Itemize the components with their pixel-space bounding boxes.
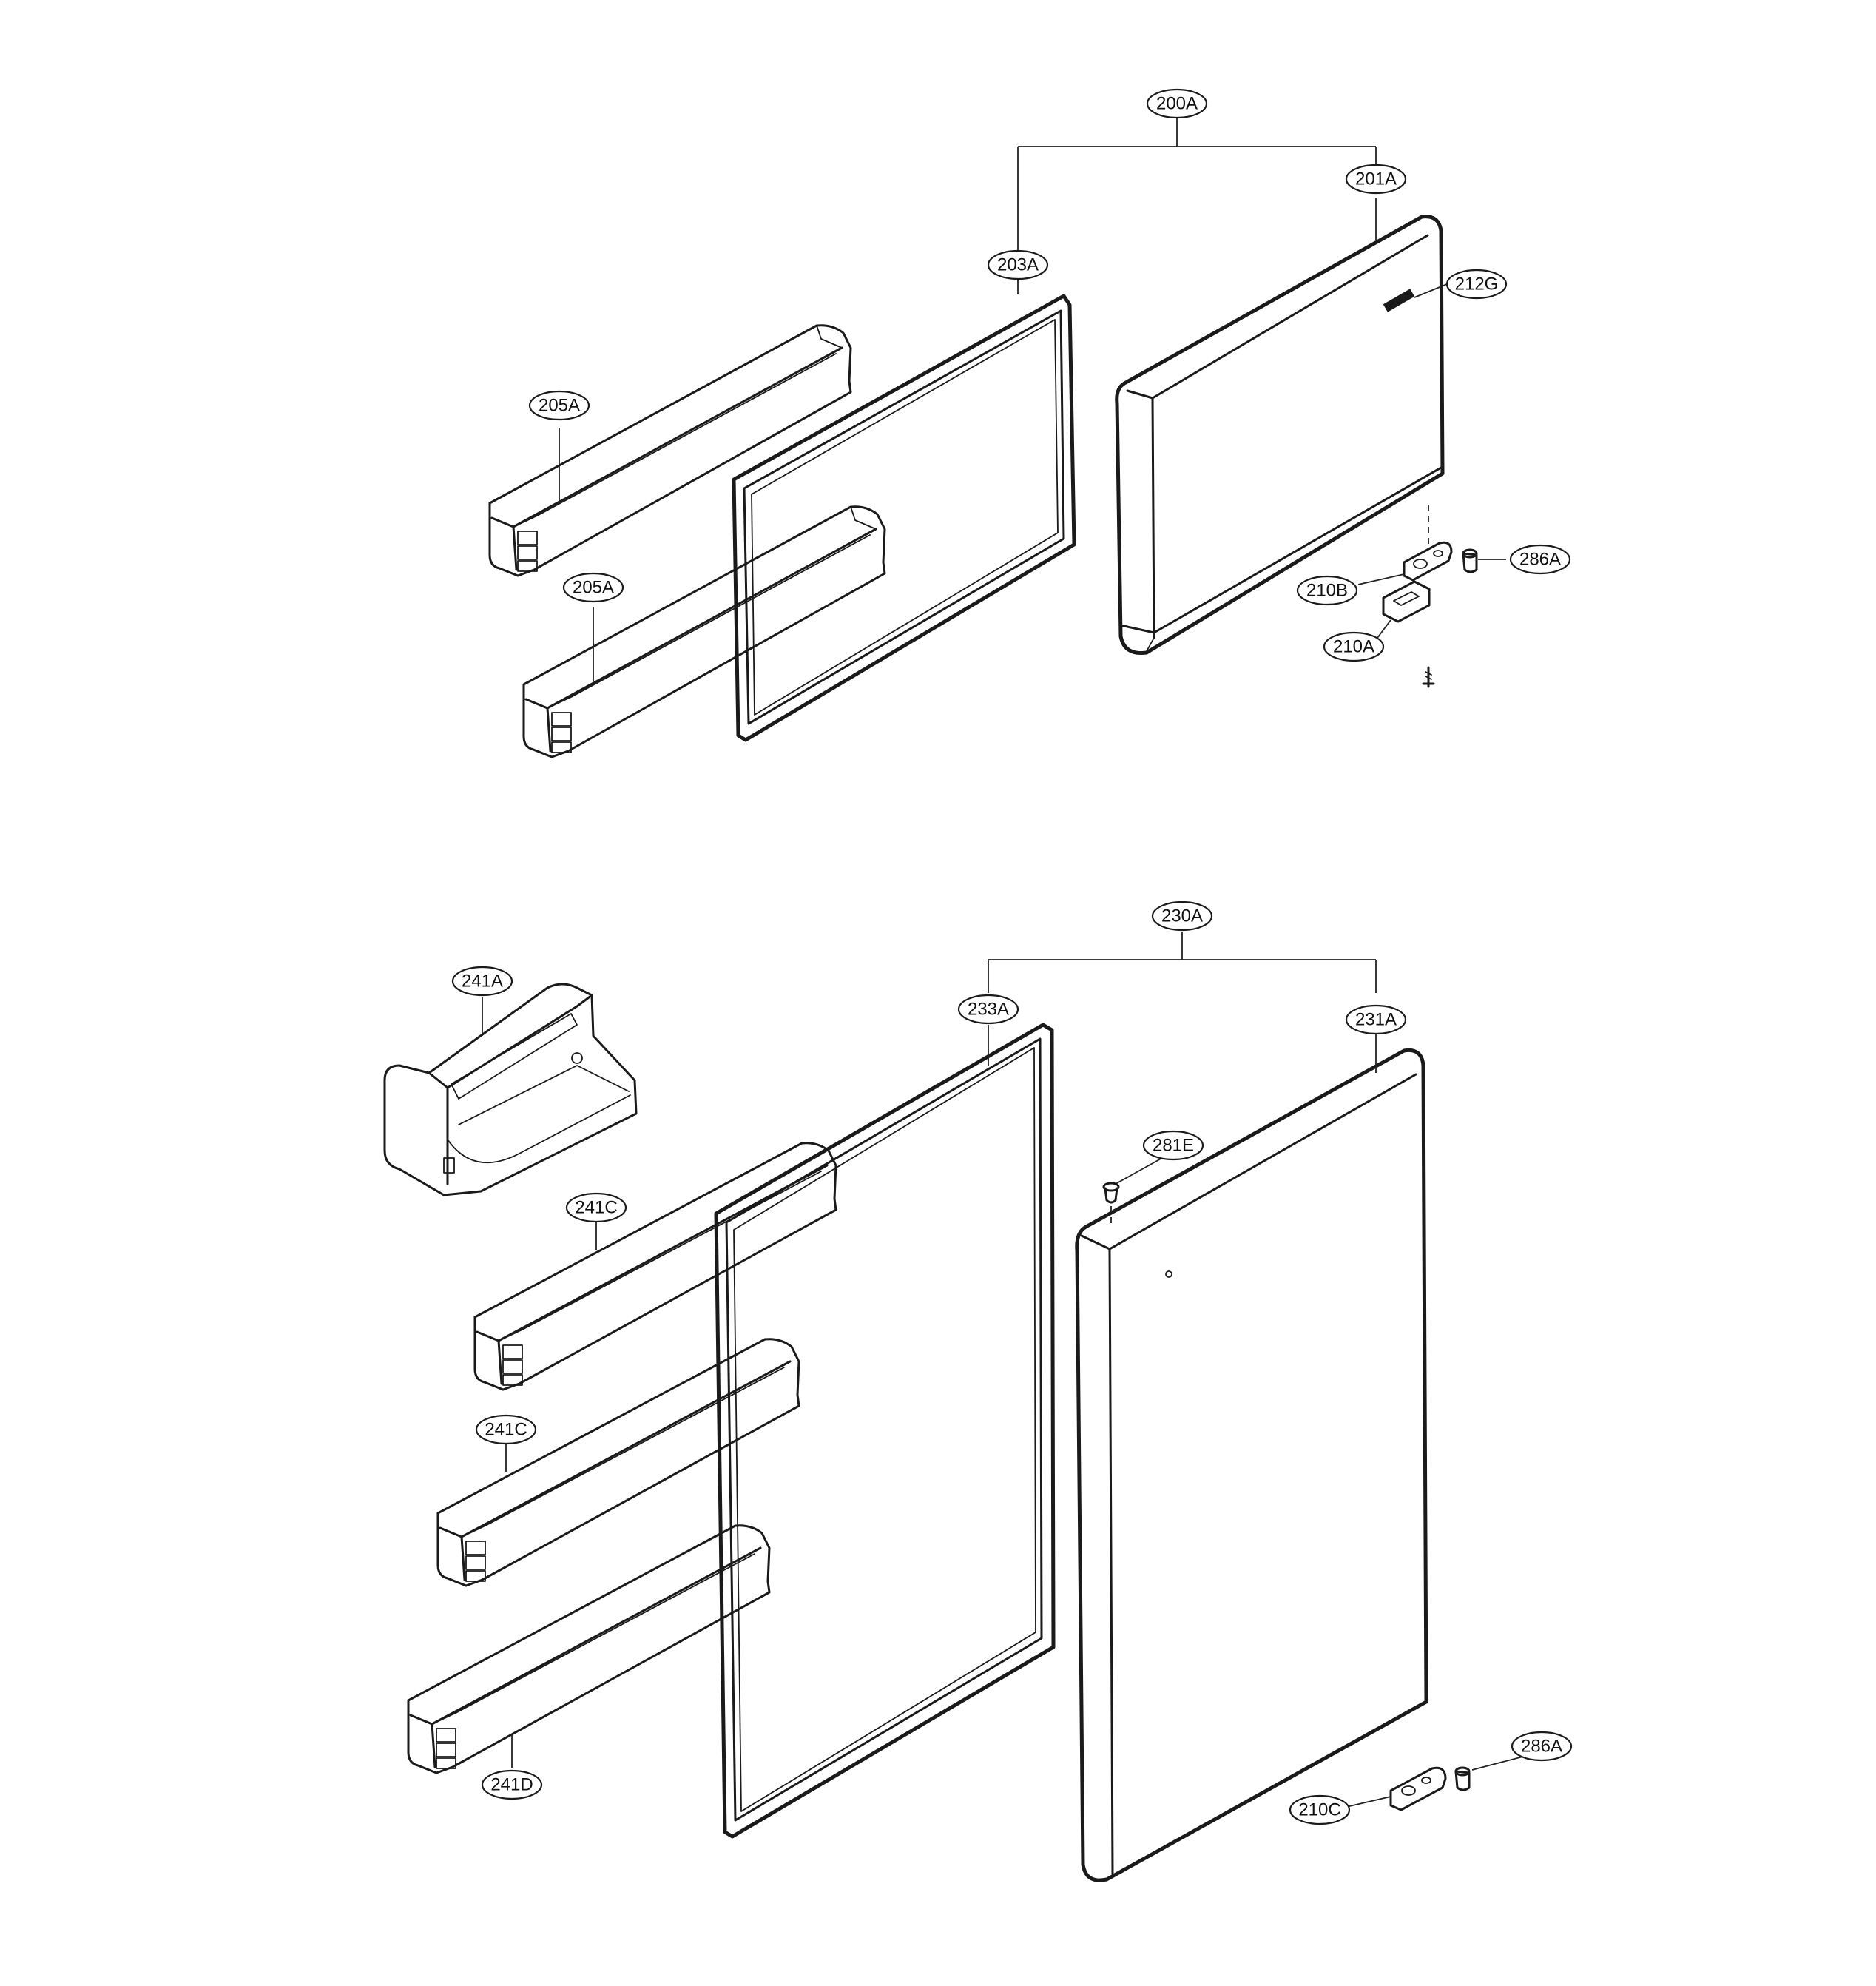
leader-210B	[1357, 573, 1405, 585]
part-212G-badge	[1383, 289, 1415, 312]
assembly-200A-bracket	[1017, 117, 1377, 253]
svg-text:281E: 281E	[1153, 1136, 1194, 1156]
part-231A-door-panel	[1075, 1048, 1428, 1882]
callout-210B[interactable]: 210B	[1296, 575, 1358, 606]
callout-241A[interactable]: 241A	[451, 966, 513, 997]
part-210A-hinge-bracket	[1382, 580, 1431, 623]
part-241C-door-bin-top	[473, 1142, 837, 1391]
callout-233A[interactable]: 233A	[957, 994, 1019, 1025]
svg-text:210A: 210A	[1333, 637, 1374, 657]
svg-text:203A: 203A	[997, 255, 1039, 275]
part-210B-hinge	[1403, 541, 1453, 582]
svg-text:230A: 230A	[1161, 906, 1203, 926]
part-205A-door-bin-top	[488, 324, 852, 577]
callout-200A[interactable]: 200A	[1146, 88, 1208, 119]
part-241D-door-bin	[407, 1524, 771, 1774]
callout-203A[interactable]: 203A	[987, 249, 1049, 280]
part-callouts: 200A 201A 203A 212G 205A 205A 286A 210B …	[451, 88, 1573, 1825]
part-233A-gasket	[714, 1023, 1056, 1839]
svg-text:231A: 231A	[1355, 1010, 1397, 1030]
hinge-screw-icon	[1422, 666, 1435, 688]
callout-281E[interactable]: 281E	[1142, 1130, 1204, 1161]
svg-text:286A: 286A	[1519, 550, 1561, 570]
callout-231A[interactable]: 231A	[1345, 1004, 1407, 1035]
svg-text:212G: 212G	[1455, 275, 1499, 294]
callout-205A-top[interactable]: 205A	[528, 390, 590, 421]
callout-205A-bottom[interactable]: 205A	[562, 572, 624, 603]
svg-text:210B: 210B	[1306, 581, 1348, 601]
leader-281E	[1115, 1154, 1170, 1185]
callout-210A[interactable]: 210A	[1323, 631, 1385, 662]
part-286A-hinge-cap-top	[1462, 548, 1478, 573]
callout-241D[interactable]: 241D	[481, 1769, 543, 1800]
callout-212G[interactable]: 212G	[1445, 269, 1508, 300]
part-201A-door-panel	[1115, 215, 1445, 656]
svg-text:210C: 210C	[1298, 1800, 1340, 1820]
callout-210C[interactable]: 210C	[1289, 1794, 1351, 1825]
part-241C-door-bin-bottom	[436, 1338, 800, 1587]
part-241A-dairy-compartment	[383, 983, 638, 1196]
lower-door-assembly	[383, 932, 1535, 1882]
svg-text:241C: 241C	[485, 1420, 527, 1440]
callout-230A[interactable]: 230A	[1151, 901, 1213, 932]
callout-241C-top[interactable]: 241C	[565, 1192, 627, 1223]
svg-text:241C: 241C	[575, 1198, 617, 1218]
callout-286A-bottom[interactable]: 286A	[1511, 1731, 1573, 1762]
upper-door-assembly	[488, 117, 1506, 758]
svg-text:201A: 201A	[1355, 169, 1397, 189]
part-203A-gasket	[732, 294, 1076, 742]
svg-text:286A: 286A	[1521, 1737, 1562, 1757]
part-205A-door-bin-bottom	[522, 505, 886, 758]
part-281E-door-pin	[1102, 1182, 1120, 1228]
svg-text:205A: 205A	[539, 396, 580, 416]
callout-241C-bottom[interactable]: 241C	[475, 1414, 537, 1445]
assembly-230A-bracket	[988, 932, 1377, 993]
part-210C-hinge	[1389, 1766, 1447, 1811]
svg-text:241D: 241D	[490, 1775, 533, 1795]
svg-text:233A: 233A	[968, 1000, 1009, 1020]
leader-210C	[1346, 1796, 1391, 1808]
svg-text:200A: 200A	[1156, 94, 1198, 114]
svg-text:241A: 241A	[462, 972, 503, 992]
callout-286A-top[interactable]: 286A	[1509, 544, 1571, 575]
part-286A-hinge-cap-bottom	[1454, 1766, 1471, 1791]
leader-212G	[1414, 283, 1448, 298]
callout-201A[interactable]: 201A	[1345, 164, 1407, 195]
svg-text:205A: 205A	[573, 578, 614, 598]
leader-210A	[1377, 619, 1391, 639]
